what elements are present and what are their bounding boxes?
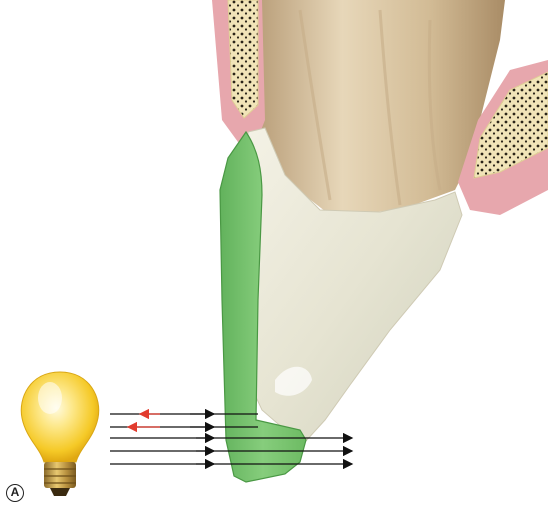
left-alveolar-bone: [228, 0, 258, 118]
light-bulb-icon: [21, 372, 98, 496]
bulb-base: [44, 462, 76, 488]
bulb-glass: [21, 372, 98, 462]
panel-label: A: [6, 484, 24, 502]
